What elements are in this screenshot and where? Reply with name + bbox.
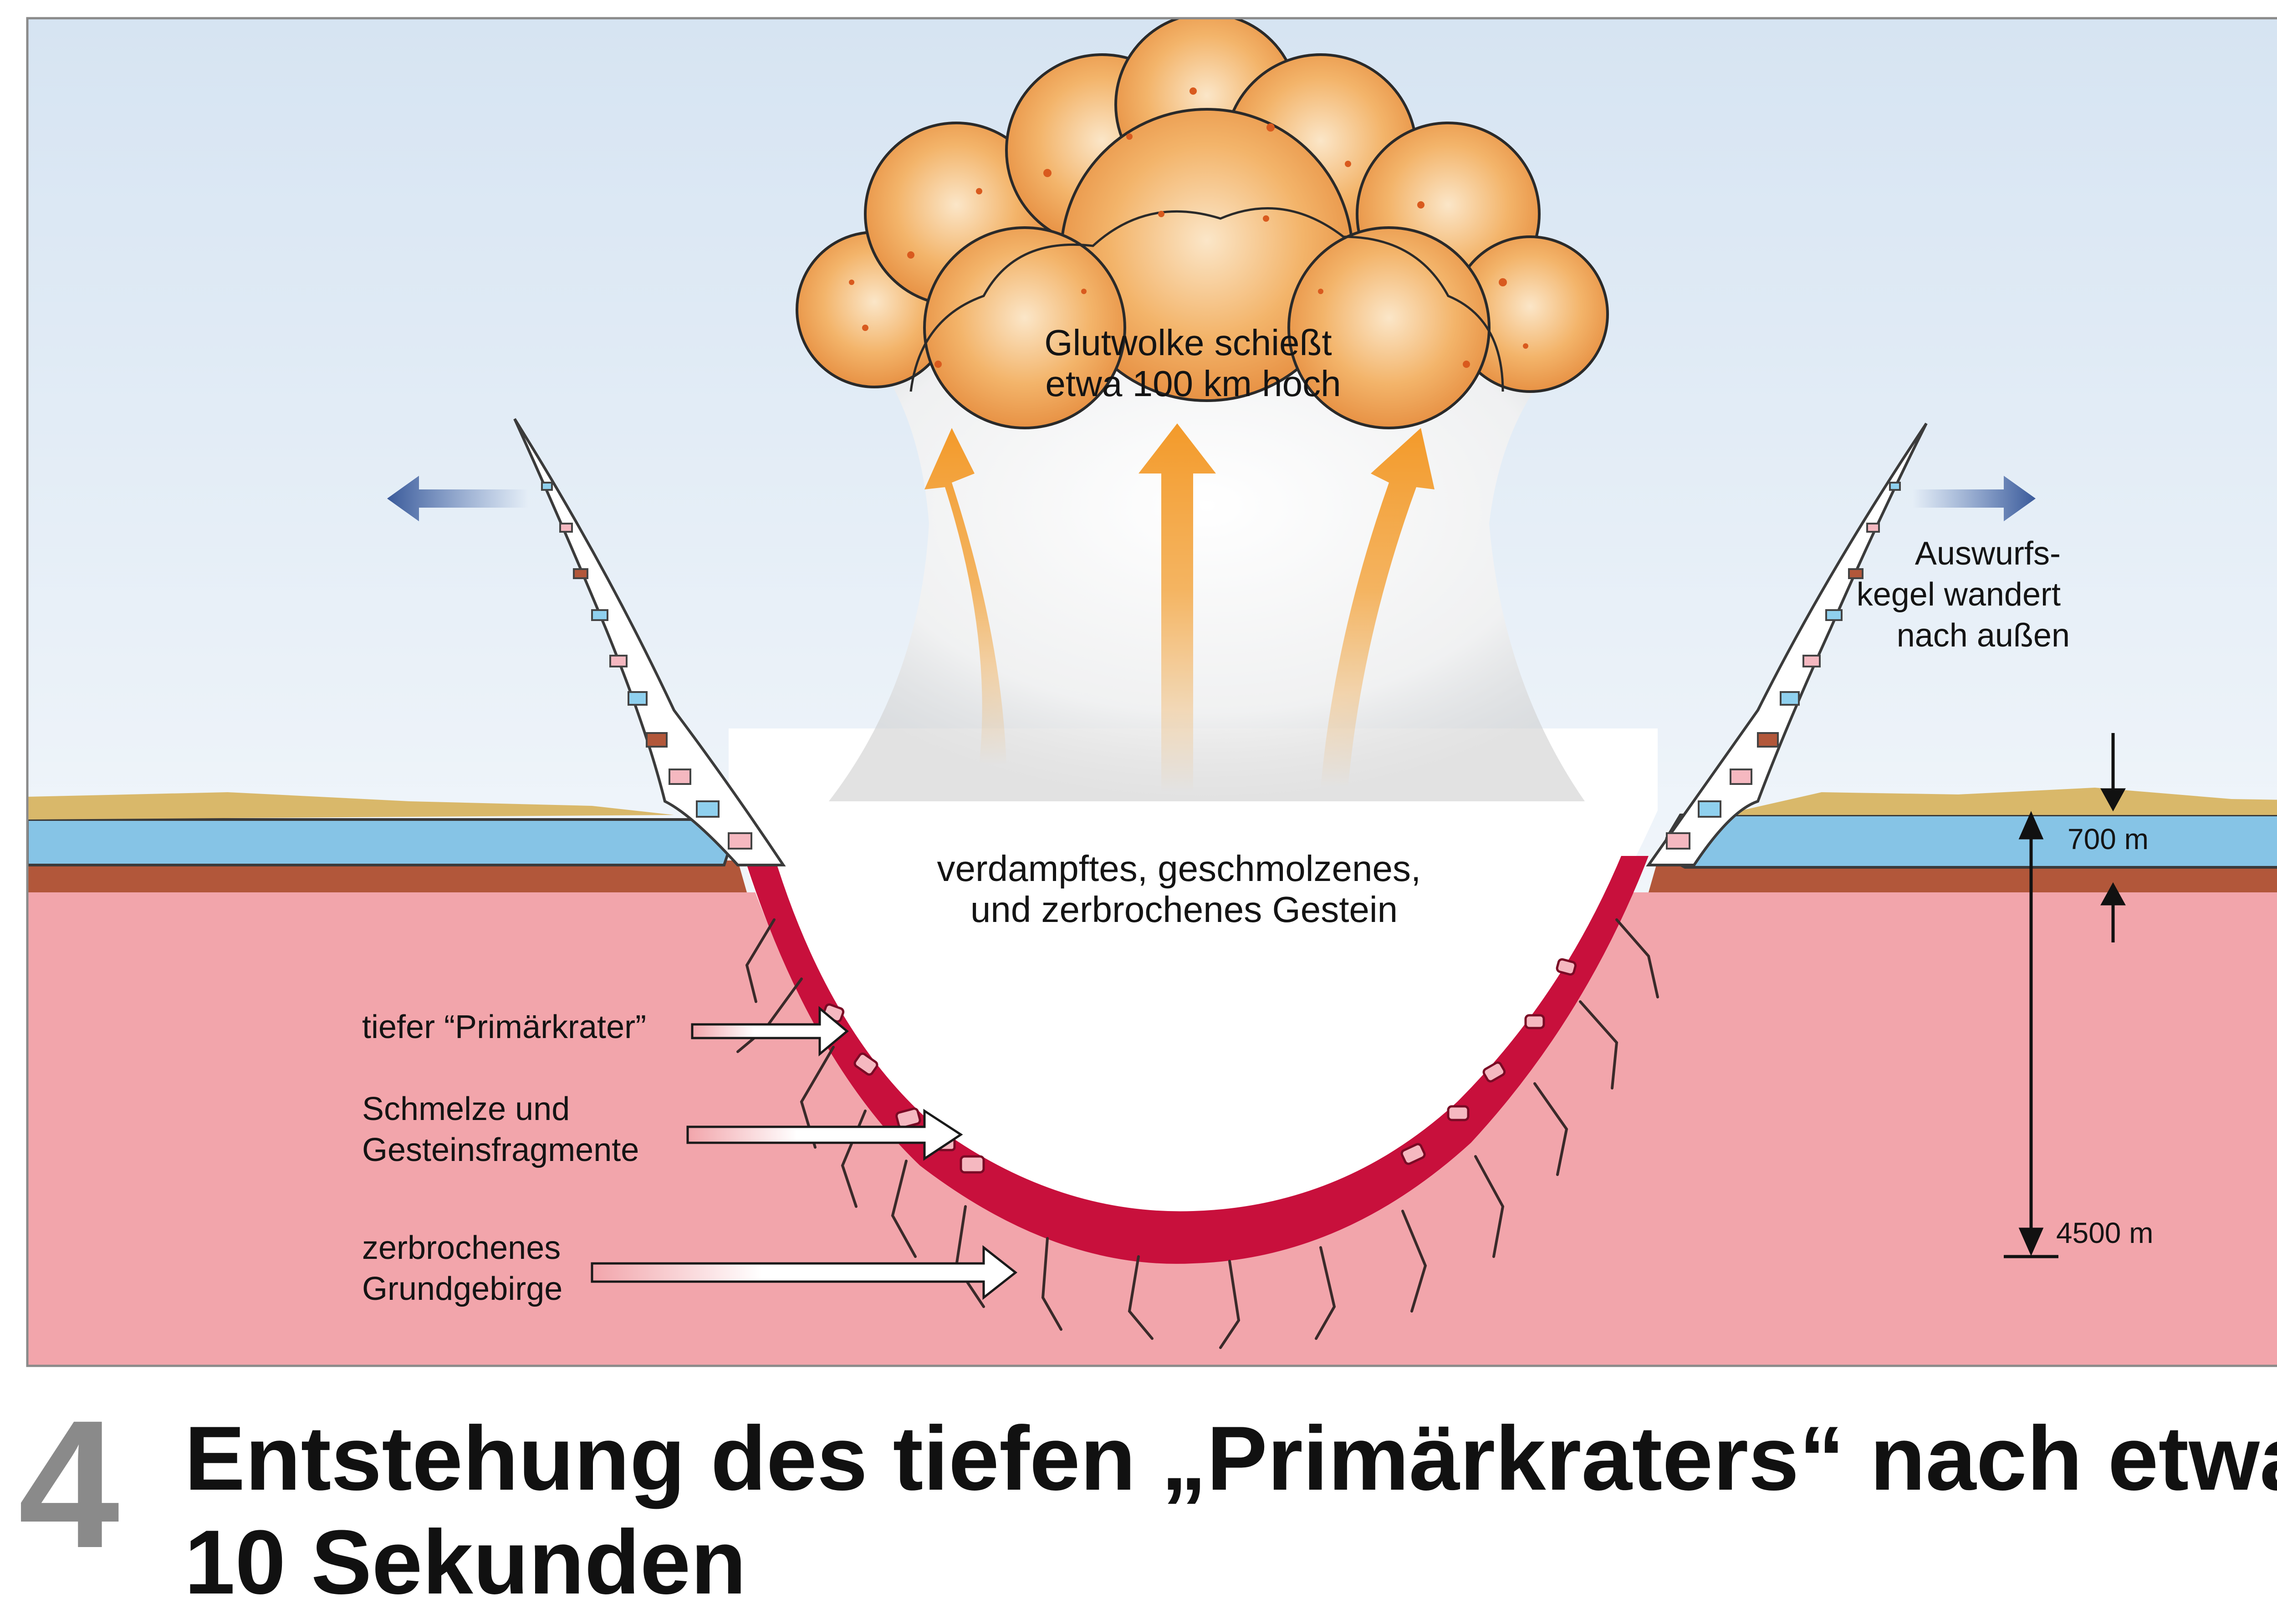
- basement-label-line-1: zerbrochenes: [362, 1230, 561, 1266]
- vapor-label-line-2: und zerbrochenes Gestein: [970, 889, 1398, 930]
- left-sediment-layer: [27, 860, 747, 892]
- cloud-label-line-2: etwa 100 km hoch: [1045, 363, 1341, 404]
- right-ejecta-curtain: [1646, 423, 1928, 866]
- crater-cavity: [729, 728, 1658, 1230]
- cloud-inner-billows: [909, 207, 1504, 392]
- ejecta-label-line-1: Auswurfs-: [1915, 535, 2061, 572]
- right-water-layer: [1664, 814, 2277, 869]
- depth-scale-sediment: [2100, 733, 2126, 942]
- cloud-label-line-1: Glutwolke schießt: [1044, 322, 1332, 363]
- pointer-arrows: [591, 1006, 1018, 1300]
- outward-arrow-left: [387, 476, 528, 521]
- melt-label: Schmelze und Gesteinsfragmente: [362, 1091, 639, 1168]
- left-surface-sand: [27, 792, 674, 820]
- melt-label-line-1: Schmelze und: [362, 1091, 570, 1127]
- rising-arrow-center: [1138, 423, 1216, 792]
- primary-crater-label: tiefer “Primärkrater”: [362, 1009, 646, 1045]
- left-water-layer: [27, 818, 731, 866]
- ejecta-label-line-2: kegel wandert: [1857, 576, 2061, 613]
- left-ejecta-curtain: [513, 418, 786, 866]
- ejecta-label-line-3: nach außen: [1897, 617, 2070, 654]
- depth-scale-crater: [2004, 811, 2058, 1258]
- pointer-arrow-melt: [686, 1109, 963, 1161]
- diagram-frame: [26, 17, 2277, 1367]
- figure-caption: 4 Entstehung des tiefen „Primärkraters“ …: [0, 1389, 2277, 1624]
- basement-label-line-2: Grundgebirge: [362, 1271, 562, 1307]
- ejecta-label: Auswurfs- kegel wandert nach außen: [1857, 535, 2070, 654]
- depth-label-sediment: 700 m: [2068, 823, 2149, 855]
- vapor-label: verdampftes, geschmolzenes, und zerbroch…: [937, 848, 1431, 930]
- melt-label-line-2: Gesteinsfragmente: [362, 1132, 639, 1168]
- vapor-label-line-1: verdampftes, geschmolzenes,: [937, 848, 1421, 889]
- vapor-column: [829, 346, 1585, 801]
- figure-title: Entstehung des tiefen „Primärkraters“ na…: [184, 1408, 2277, 1613]
- pointer-arrow-basement: [591, 1245, 1018, 1300]
- rising-arrow-right: [1321, 428, 1435, 788]
- depth-label-crater: 4500 m: [2056, 1217, 2153, 1249]
- cloud-sparks: [849, 87, 1528, 368]
- figure-number: 4: [18, 1382, 120, 1586]
- cloud-label: Glutwolke schießt etwa 100 km hoch: [1044, 322, 1342, 404]
- rising-arrow-left: [924, 428, 1006, 765]
- pointer-arrow-primary-crater: [691, 1006, 849, 1057]
- rising-arrows: [924, 423, 1435, 792]
- right-surface-sand: [1721, 788, 2277, 815]
- basement-label: zerbrochenes Grundgebirge: [362, 1230, 570, 1307]
- right-ejecta-clasts: [1666, 482, 1901, 850]
- outward-arrow-right: [1913, 476, 2036, 521]
- glowing-cloud: [796, 18, 1609, 429]
- left-ejecta-clasts: [541, 482, 752, 850]
